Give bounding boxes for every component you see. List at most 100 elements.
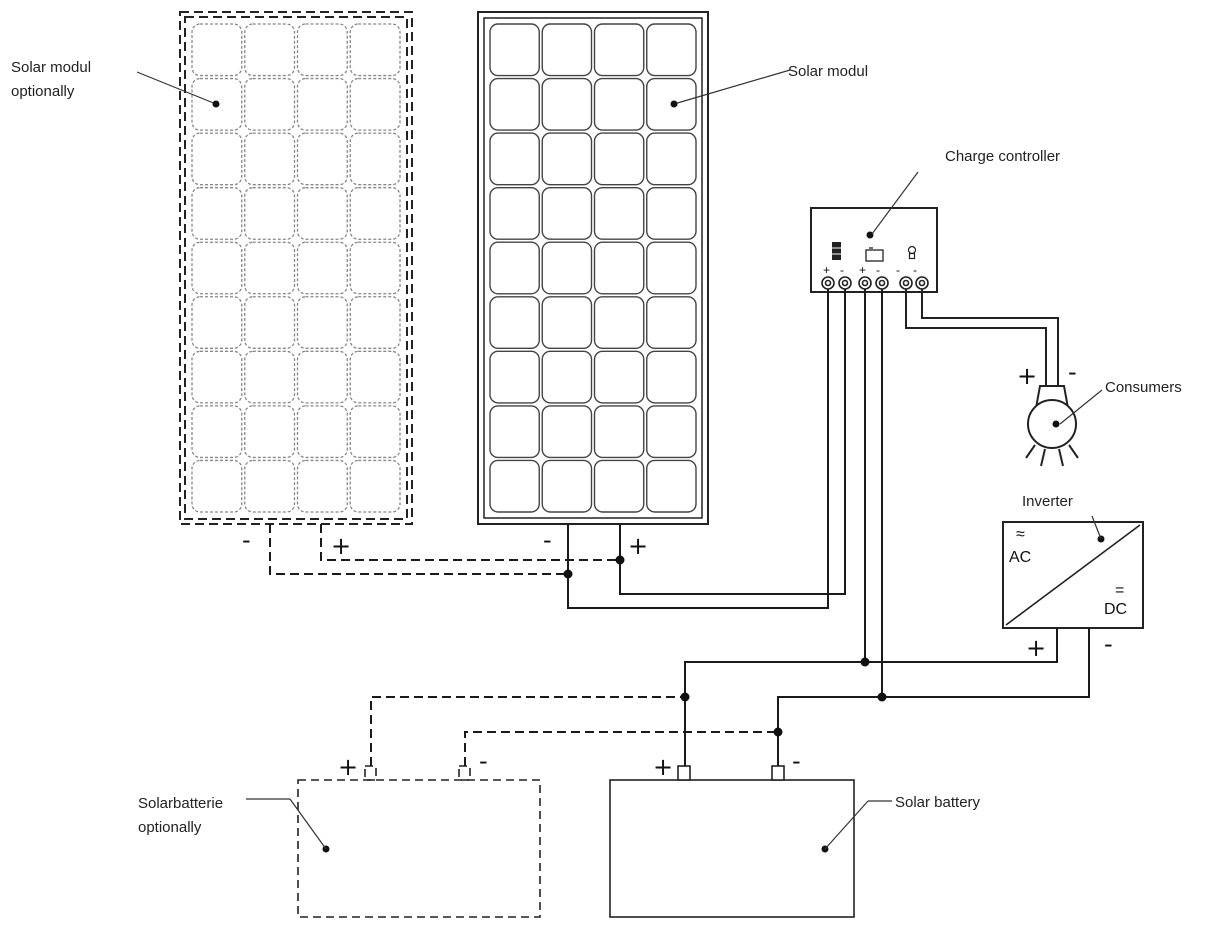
label-solar-battery-optional: Solarbatterie optionally bbox=[138, 794, 223, 838]
solar-cell bbox=[244, 187, 296, 240]
solar-cell bbox=[489, 23, 540, 77]
solar-cell bbox=[489, 296, 540, 350]
sign-plus: + bbox=[338, 753, 359, 781]
sign-minus: - bbox=[242, 526, 251, 554]
solar-cell bbox=[593, 459, 645, 513]
solar-cell bbox=[296, 23, 348, 77]
solar-cell bbox=[296, 77, 348, 131]
charge-controller: +- +- -- bbox=[810, 207, 938, 293]
solar-cell bbox=[489, 132, 540, 186]
solar-cell bbox=[541, 350, 593, 404]
solar-cell bbox=[296, 241, 348, 295]
sign-plus: + bbox=[653, 753, 674, 781]
sign-minus: - bbox=[1104, 630, 1113, 658]
solar-cell bbox=[541, 296, 593, 350]
solar-cell bbox=[349, 132, 401, 186]
sign-minus: - bbox=[792, 747, 801, 775]
solar-cell bbox=[244, 350, 296, 404]
solar-cell bbox=[244, 296, 296, 349]
solar-cell bbox=[296, 187, 348, 240]
consumer-cable bbox=[905, 289, 1059, 386]
label-line: optionally bbox=[138, 819, 202, 836]
solar-cell bbox=[349, 23, 401, 77]
svg-text:-: - bbox=[896, 263, 900, 277]
solar-cell bbox=[593, 350, 645, 404]
solar-cell bbox=[191, 459, 243, 513]
solar-cell bbox=[541, 77, 593, 131]
label-consumers: Consumers bbox=[1105, 379, 1182, 396]
solar-battery-optional bbox=[297, 765, 541, 918]
solar-cell bbox=[489, 241, 540, 295]
solar-cell bbox=[541, 23, 593, 77]
solar-cell bbox=[489, 459, 540, 513]
solar-cell bbox=[593, 186, 645, 240]
solar-cell bbox=[191, 350, 243, 404]
solar-cell bbox=[541, 186, 593, 240]
solar-cell bbox=[296, 132, 348, 186]
dc-symbol: = bbox=[1115, 582, 1125, 599]
solar-cell bbox=[244, 23, 296, 77]
solar-cell bbox=[541, 241, 593, 295]
solar-cell bbox=[244, 405, 296, 459]
junction-dots bbox=[563, 555, 887, 737]
solar-cell bbox=[349, 187, 401, 240]
label-ac: AC bbox=[1009, 549, 1032, 566]
label-solar-battery: Solar battery bbox=[895, 794, 981, 811]
solar-module bbox=[477, 11, 709, 525]
solar-cell bbox=[191, 296, 243, 349]
panel-symbol-icon bbox=[832, 242, 841, 260]
solar-cell bbox=[593, 405, 645, 459]
battery-symbol-icon bbox=[865, 249, 884, 262]
solar-cell bbox=[296, 296, 348, 349]
label-solar-module: Solar modul bbox=[788, 63, 869, 80]
solar-cell bbox=[349, 405, 401, 459]
sign-plus: + bbox=[1026, 634, 1047, 662]
solar-cell bbox=[541, 132, 593, 186]
leader-lines bbox=[136, 69, 1103, 850]
sign-plus: + bbox=[1017, 362, 1038, 390]
label-inverter: Inverter bbox=[1022, 493, 1073, 510]
svg-text:+: + bbox=[823, 263, 830, 277]
solar-cell bbox=[296, 350, 348, 404]
optional-wiring bbox=[269, 524, 778, 766]
solar-cell bbox=[489, 350, 540, 404]
solar-module-cells bbox=[489, 23, 697, 513]
sign-minus: - bbox=[1068, 358, 1077, 386]
solar-cell bbox=[646, 241, 697, 295]
solar-cell bbox=[349, 241, 401, 295]
solar-cell bbox=[593, 77, 645, 131]
solar-cell bbox=[646, 186, 697, 240]
solar-cell bbox=[244, 132, 296, 186]
solar-cell bbox=[191, 405, 243, 459]
solar-cell bbox=[191, 187, 243, 240]
solar-cell bbox=[593, 241, 645, 295]
svg-text:-: - bbox=[840, 263, 844, 277]
svg-text:+: + bbox=[859, 263, 866, 277]
solar-cell bbox=[646, 132, 697, 186]
solar-cell bbox=[646, 405, 697, 459]
solar-cell bbox=[646, 459, 697, 513]
label-line: optionally bbox=[11, 83, 75, 100]
label-solar-module-optional: Solar modul optionally bbox=[11, 58, 91, 102]
solar-cell bbox=[296, 405, 348, 459]
solar-cell bbox=[541, 459, 593, 513]
svg-text:-: - bbox=[913, 263, 917, 277]
solar-cell bbox=[489, 77, 540, 131]
solar-cell bbox=[244, 241, 296, 295]
solar-cell bbox=[244, 77, 296, 131]
solar-cell bbox=[541, 405, 593, 459]
solar-cell bbox=[489, 405, 540, 459]
solar-battery bbox=[609, 765, 855, 918]
solar-cell bbox=[349, 459, 401, 513]
label-charge-controller: Charge controller bbox=[945, 148, 1061, 165]
solar-cell bbox=[349, 296, 401, 349]
solar-cell bbox=[593, 296, 645, 350]
inverter bbox=[1002, 521, 1144, 629]
solar-cell bbox=[296, 459, 348, 513]
label-line: Solar modul bbox=[11, 59, 92, 76]
solar-cell bbox=[593, 23, 645, 77]
solar-cell bbox=[646, 350, 697, 404]
solar-cell bbox=[191, 23, 243, 77]
label-line: Solarbatterie bbox=[138, 795, 224, 812]
